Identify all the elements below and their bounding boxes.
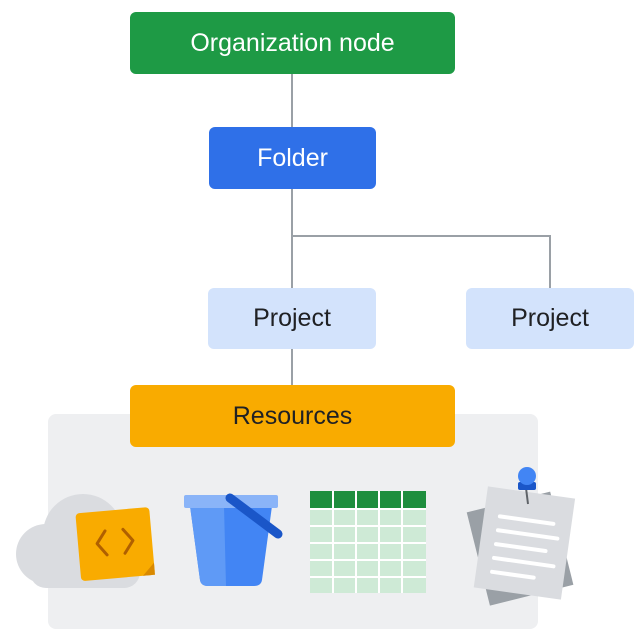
project-node-1: Project [208, 288, 376, 349]
organization-node: Organization node [130, 12, 455, 74]
data-table-icon [310, 491, 426, 593]
folder-node: Folder [209, 127, 376, 189]
pinned-notes-icon [466, 467, 576, 606]
cloud-functions-icon [16, 494, 156, 588]
storage-bucket-icon [184, 493, 283, 586]
project-node-2: Project [466, 288, 634, 349]
resources-node: Resources [130, 385, 455, 447]
